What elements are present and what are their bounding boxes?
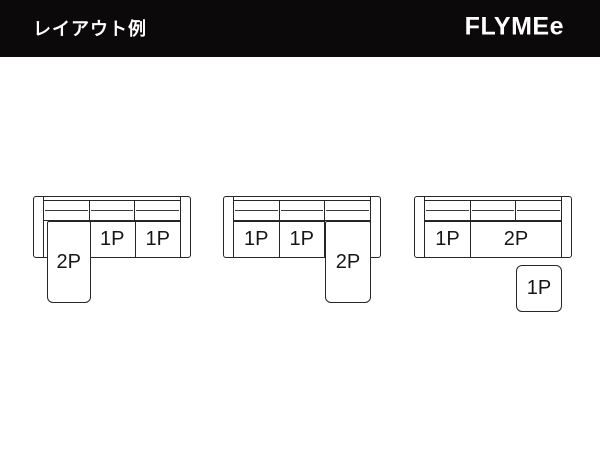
header-bar: レイアウト例 FLYMEe	[0, 0, 600, 57]
seat-row: 1P 1P	[89, 221, 181, 258]
chaise-label: 2P	[56, 250, 81, 273]
seat-1p: 1P	[425, 222, 470, 257]
back-cushion	[278, 201, 325, 220]
page-title: レイアウト例	[33, 19, 147, 39]
seat-label: 1P	[145, 228, 170, 250]
back-cushion	[515, 201, 561, 220]
back-cushion	[469, 201, 516, 220]
back-cushion	[134, 201, 180, 220]
chaise-2p: 2P	[47, 221, 91, 303]
sofa-diagram-chaise-left: 1P 1P 2P	[33, 196, 191, 356]
back-cushion	[234, 201, 279, 220]
left-armrest-line	[43, 197, 44, 257]
seat-1p: 1P	[90, 222, 135, 257]
cushion-seam-line	[235, 209, 278, 211]
chaise-2p: 2P	[325, 221, 371, 303]
back-cushion	[324, 201, 370, 220]
cushion-seam-line	[90, 209, 134, 211]
seat-label: 1P	[289, 228, 314, 250]
backrest	[43, 200, 181, 221]
ottoman-1p: 1P	[516, 265, 562, 312]
back-cushion	[88, 201, 135, 220]
backrest	[424, 200, 562, 221]
sofa-diagram-chaise-right: 1P 1P 2P	[223, 196, 381, 356]
seat-label: 1P	[435, 228, 460, 250]
back-cushion	[44, 201, 89, 220]
cushion-seam-line	[517, 209, 561, 211]
seat-label: 1P	[100, 228, 125, 250]
seat-label: 1P	[244, 228, 269, 250]
seat-1p: 1P	[134, 222, 181, 257]
seat-row: 1P 2P	[424, 221, 562, 258]
backrest	[233, 200, 371, 221]
chaise-label: 2P	[335, 250, 361, 273]
seat-row: 1P 1P	[233, 221, 325, 258]
ottoman-label: 1P	[526, 277, 552, 299]
cushion-seam-line	[45, 209, 88, 211]
cushion-seam-line	[471, 209, 515, 211]
sofa-diagram-ottoman: 1P 2P 1P	[414, 196, 572, 356]
cushion-seam-line	[326, 209, 370, 211]
cushion-seam-line	[280, 209, 324, 211]
seat-2p: 2P	[470, 222, 561, 257]
seat-label: 2P	[503, 228, 529, 250]
back-cushion	[425, 201, 470, 220]
seat-1p: 1P	[278, 222, 325, 257]
brand-logo: FLYMEe	[464, 12, 564, 41]
cushion-seam-line	[426, 209, 469, 211]
cushion-seam-line	[136, 209, 180, 211]
seat-1p: 1P	[234, 222, 279, 257]
